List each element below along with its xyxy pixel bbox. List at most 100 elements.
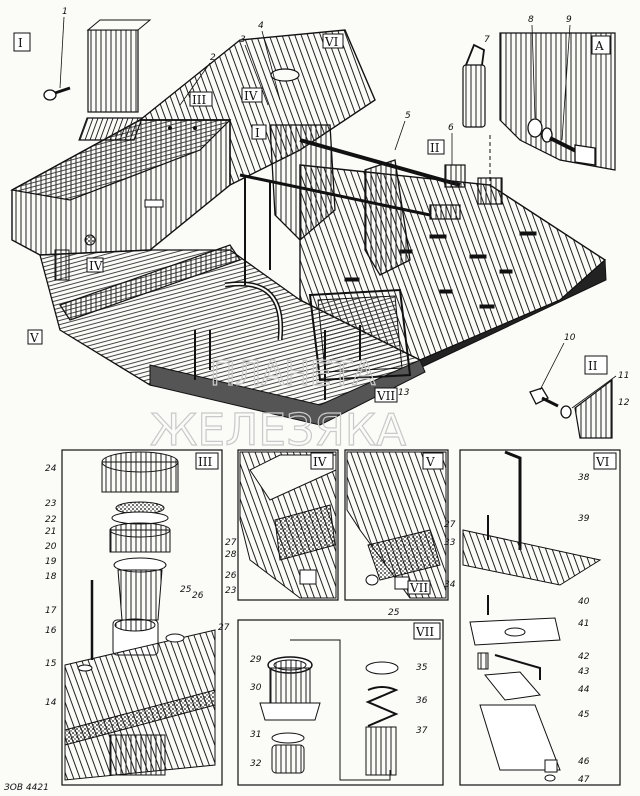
panel-vi-border xyxy=(459,449,621,786)
part-number-label: 21 xyxy=(45,527,56,537)
panel-v-border xyxy=(344,449,449,601)
part-number-label: 25 xyxy=(388,608,400,618)
part-9: 9 xyxy=(566,15,572,25)
panel-v-numbers: 27 33 34 25 xyxy=(388,520,456,618)
callout-iv-b: IV xyxy=(89,259,103,273)
callout-vii: VII xyxy=(376,389,395,403)
part-number-label: 26 xyxy=(225,571,237,581)
part-number-label: 42 xyxy=(578,652,590,662)
part-6-clamp xyxy=(429,164,466,220)
part-number-label: 39 xyxy=(578,514,590,524)
part-12: 12 xyxy=(618,398,630,408)
part-number-label: 46 xyxy=(578,757,590,767)
panel-iv-border xyxy=(237,449,339,601)
figure-code: ЗОВ 4421 xyxy=(4,783,49,793)
part-number-label: 35 xyxy=(416,663,428,673)
part-number-label: 23 xyxy=(225,586,237,596)
part-1: 1 xyxy=(62,7,68,17)
part-3: 3 xyxy=(240,35,246,45)
shaft-secondary xyxy=(239,173,431,217)
part-number-label: 23 xyxy=(45,499,57,509)
main-assembly xyxy=(10,29,607,426)
callout-i: I xyxy=(255,126,260,140)
panel-vii-drawing xyxy=(259,639,399,781)
part-7: 7 xyxy=(484,35,490,45)
part-number-label: 27 xyxy=(444,520,456,530)
vertical-rods xyxy=(194,175,361,400)
part-number-label: 19 xyxy=(45,557,57,567)
callout-iii: III xyxy=(192,93,206,107)
part-number-label: 16 xyxy=(45,626,57,636)
part-number-label: 44 xyxy=(578,685,590,695)
inset-a xyxy=(499,32,616,171)
panel-iv-numbers: 27 28 26 23 xyxy=(225,538,237,596)
inset-ii xyxy=(529,378,613,439)
panel-vi-drawing xyxy=(462,450,602,782)
part-number-label: 40 xyxy=(578,597,590,607)
part-number-label: 15 xyxy=(45,659,57,669)
floor-edge xyxy=(419,258,607,369)
part-number-label: 17 xyxy=(45,606,57,616)
top-hole xyxy=(270,68,300,82)
part-11: 11 xyxy=(618,371,629,381)
watermark-line1: ПЛАНЕТА xyxy=(210,354,375,394)
part-number-label: 27 xyxy=(218,623,230,633)
panel-vi-numbers: 38 39 40 41 42 43 44 45 46 47 xyxy=(578,473,590,785)
panel-borders xyxy=(61,449,621,786)
bracket-right xyxy=(364,159,411,276)
bracket-left xyxy=(269,124,336,241)
panel-label-iii: III xyxy=(198,455,212,469)
part-number-label: 41 xyxy=(578,619,589,629)
callout-ii: II xyxy=(430,141,440,155)
watermark: ПЛАНЕТА ЖЕЛЕЗЯКА xyxy=(149,353,406,456)
part-number-label: 30 xyxy=(250,683,262,693)
front-rail xyxy=(59,244,241,321)
part-7-hook xyxy=(465,43,485,66)
part-number-label: 18 xyxy=(45,572,57,582)
panel-label-vi: VI xyxy=(595,455,610,469)
part-6: 6 xyxy=(448,123,454,133)
roman-labels: I A II III IV V VI VII II I IV III IV V … xyxy=(13,32,617,640)
part-number-label: 24 xyxy=(45,464,57,474)
panel-label-v: V xyxy=(425,455,435,469)
callout-iv: IV xyxy=(244,89,258,103)
part-number-label: 22 xyxy=(45,515,57,525)
part-number-label: 34 xyxy=(444,580,456,590)
part-number-label: 47 xyxy=(578,775,590,785)
socket-cup xyxy=(477,177,503,205)
part-number-label: 37 xyxy=(416,726,428,736)
part-number-label: 28 xyxy=(225,550,237,560)
part-7-body xyxy=(462,64,486,128)
part-13: 13 xyxy=(398,388,410,398)
part-number-label: 33 xyxy=(444,538,456,548)
part-number-label: 27 xyxy=(225,538,237,548)
main-part-numbers: 1 2 3 4 5 6 7 8 9 10 11 12 13 xyxy=(59,7,630,409)
bottom-rail xyxy=(149,359,426,426)
part-8: 8 xyxy=(528,15,534,25)
panel-iii-numbers: 24 23 22 21 20 19 18 17 16 15 14 25 26 2… xyxy=(45,464,230,708)
panel-vii-numbers: 29 30 31 32 35 36 37 xyxy=(250,655,428,769)
part-number-label: 25 xyxy=(180,585,192,595)
part-4: 4 xyxy=(258,21,264,31)
inset-label-ii: II xyxy=(588,359,598,373)
panel-v-drawing xyxy=(346,451,447,599)
shaft-main xyxy=(299,138,461,187)
part-number-label: 31 xyxy=(250,730,261,740)
watermark-line2: ЖЕЛЕЗЯКА xyxy=(150,405,406,456)
part-number-label: 14 xyxy=(45,698,57,708)
pedal-rod-inner xyxy=(224,282,282,341)
part-number-label: 26 xyxy=(192,591,204,601)
panel-vii-border xyxy=(237,619,444,786)
panel-iii-drawing xyxy=(64,451,216,781)
part-number-label: 32 xyxy=(250,759,262,769)
top-platform xyxy=(138,29,376,187)
panel-v-sublabel: VII xyxy=(409,581,428,595)
part-number-label: 29 xyxy=(250,655,262,665)
part-number-label: 36 xyxy=(416,696,428,706)
part-number-label: 38 xyxy=(578,473,590,483)
panel-label-iv: IV xyxy=(313,455,327,469)
seat-frame-right xyxy=(308,288,412,382)
part-10: 10 xyxy=(564,333,576,343)
